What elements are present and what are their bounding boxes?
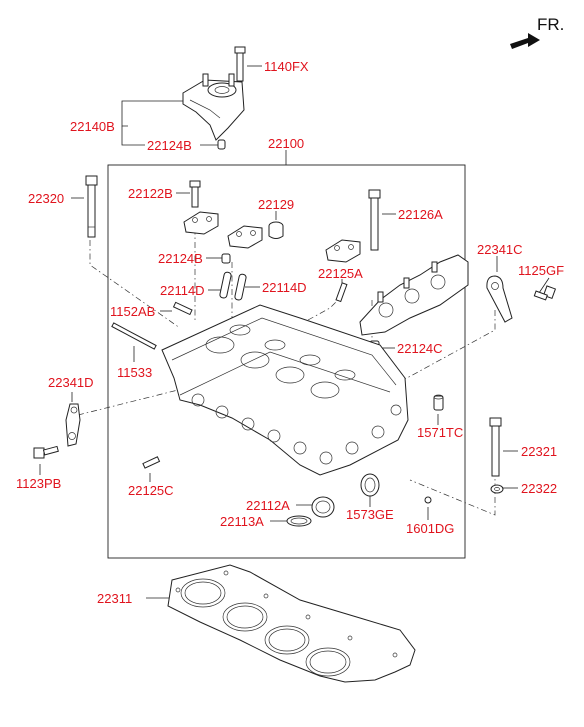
label-22124B-middle: 22124B [158, 251, 203, 266]
label-1571TC: 1571TC [417, 425, 463, 440]
label-1140FX: 1140FX [264, 59, 309, 74]
pin-22125A [335, 282, 348, 303]
label-1125GF: 1125GF [518, 263, 564, 278]
bolt-22122B [189, 180, 201, 208]
label-1123PB: 1123PB [16, 476, 61, 491]
camshaft-cap-right [325, 239, 361, 263]
front-arrow-icon [510, 33, 540, 49]
camshaft-cap-middle [227, 225, 263, 249]
label-22321: 22321 [521, 444, 557, 459]
cylinder-head-assembly-frame [107, 164, 466, 559]
label-22124B-top: 22124B [147, 138, 192, 153]
cylinder-head-22100 [161, 304, 409, 476]
pin-22125C [142, 456, 161, 469]
label-22126A: 22126A [398, 207, 443, 222]
label-1573GE: 1573GE [346, 507, 394, 522]
bolt-22126A [368, 189, 381, 251]
part-number-labels: 1140FX 22140B 22124B 22100 22320 22122B … [16, 59, 564, 606]
bracket-22341C [486, 275, 513, 323]
bolt-22320 [85, 175, 98, 238]
label-1601DG: 1601DG [406, 521, 454, 536]
bracket-22341D [65, 403, 81, 447]
label-22140B: 22140B [70, 119, 115, 134]
label-22129: 22129 [258, 197, 294, 212]
label-22122B: 22122B [128, 186, 173, 201]
label-22113A: 22113A [220, 514, 264, 529]
pin-22114D-left [219, 271, 232, 299]
plug-1571TC [433, 394, 444, 411]
bolt-1140FX [234, 46, 246, 82]
pin-1152AB [172, 301, 193, 316]
bolt-1125GF [533, 285, 557, 301]
label-22124C: 22124C [397, 341, 443, 356]
pin-22114D-right [234, 273, 247, 301]
bolt-22321 [489, 417, 502, 477]
head-gasket-22311 [167, 564, 416, 683]
o-ring-22113A [286, 515, 312, 527]
oil-seal-22112A [311, 496, 335, 518]
label-22112A: 22112A [246, 498, 290, 513]
label-22100: 22100 [268, 136, 304, 151]
label-11533: 11533 [117, 365, 152, 380]
washer-22322 [490, 484, 504, 494]
dowel-22124B-middle [221, 253, 231, 264]
bolt-1123PB [33, 445, 59, 459]
label-22114D-left: 22114D [160, 283, 205, 298]
bracket-22140B [182, 73, 245, 141]
label-22341D: 22341D [48, 375, 94, 390]
label-22311: 22311 [97, 591, 132, 606]
plug-1573GE [360, 473, 380, 497]
camshaft-carrier-22341C-side [359, 254, 469, 336]
label-22322: 22322 [521, 481, 557, 496]
plug-22129 [268, 221, 284, 239]
dowel-22124B-top [217, 139, 226, 150]
front-direction-indicator: FR. [510, 15, 564, 49]
label-22125C: 22125C [128, 483, 174, 498]
camshaft-cap-left [183, 211, 219, 235]
label-22320: 22320 [28, 191, 64, 206]
label-22125A: 22125A [318, 266, 363, 281]
front-direction-label: FR. [537, 15, 564, 34]
label-22114D-right: 22114D [262, 280, 307, 295]
label-22341C: 22341C [477, 242, 523, 257]
label-1152AB: 1152AB [110, 304, 155, 319]
rod-11533 [111, 322, 157, 350]
ball-1601DG [424, 496, 432, 504]
